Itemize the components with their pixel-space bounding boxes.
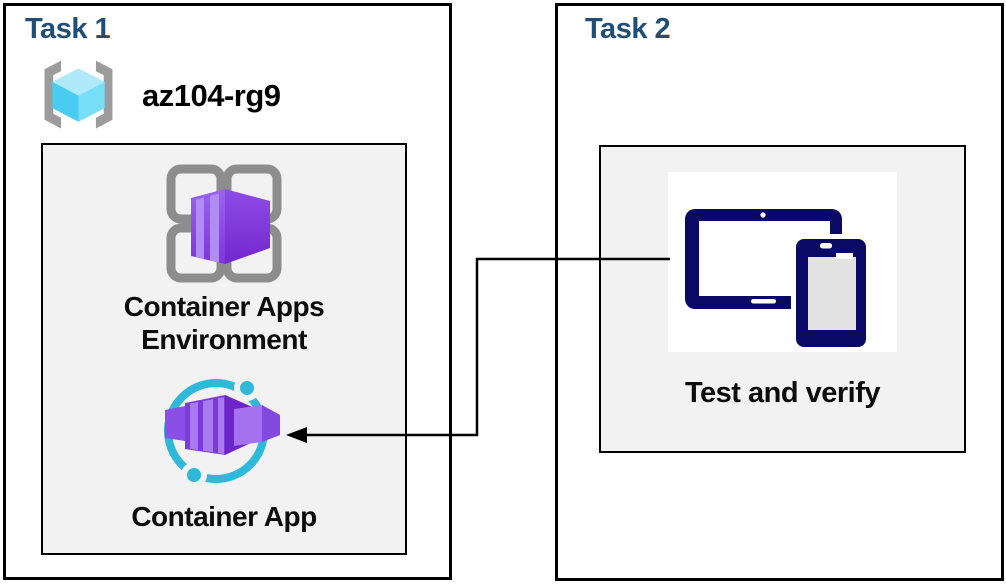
task1-box: Task 1 az104-rg9 bbox=[3, 3, 452, 580]
resource-group: az104-rg9 bbox=[30, 56, 281, 135]
task2-title: Task 2 bbox=[585, 13, 671, 45]
task2-box: Task 2 Test and verify bbox=[555, 3, 1004, 581]
resource-group-icon bbox=[44, 60, 113, 129]
container-apps-environment-icon bbox=[166, 164, 282, 283]
device-icon-backdrop bbox=[668, 172, 897, 352]
container-apps-environment-label: Container Apps Environment bbox=[123, 291, 325, 356]
tablet-phone-icon bbox=[685, 209, 871, 350]
test-and-verify-label: Test and verify bbox=[684, 377, 881, 409]
task1-title: Task 1 bbox=[25, 13, 111, 45]
container-app-icon bbox=[163, 378, 280, 489]
container-apps-panel: Container Apps Environment Container App bbox=[41, 143, 407, 555]
resource-group-name: az104-rg9 bbox=[142, 77, 281, 113]
test-verify-panel: Test and verify bbox=[599, 145, 966, 453]
container-app-label: Container App bbox=[131, 501, 317, 533]
